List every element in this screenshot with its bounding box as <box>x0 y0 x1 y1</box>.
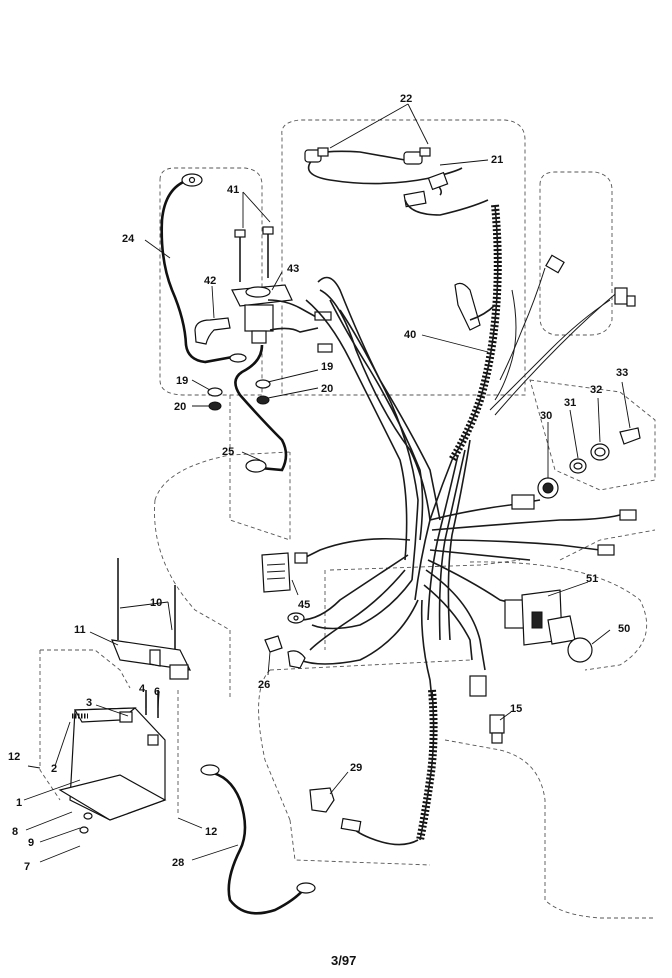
callout-19-right: 19 <box>321 361 333 373</box>
callout-10: 10 <box>150 597 162 609</box>
callout-33: 33 <box>616 367 628 379</box>
callout-24: 24 <box>122 233 135 245</box>
callout-45: 45 <box>298 599 310 611</box>
page-footer: 3/97 <box>331 953 356 968</box>
callout-21: 21 <box>491 154 503 166</box>
callout-2: 2 <box>51 763 57 775</box>
callout-29: 29 <box>350 762 362 774</box>
callout-12-right: 12 <box>205 826 217 838</box>
headlight-harness <box>304 147 489 216</box>
callout-8: 8 <box>12 826 18 838</box>
callout-42: 42 <box>204 275 216 287</box>
callout-20-left: 20 <box>174 401 186 413</box>
callout-11: 11 <box>74 624 86 636</box>
callout-9: 9 <box>28 837 34 849</box>
callout-31: 31 <box>564 397 576 409</box>
callout-41: 41 <box>227 184 239 196</box>
callout-26: 26 <box>258 679 270 691</box>
callout-40: 40 <box>404 329 416 341</box>
callout-15: 15 <box>510 703 522 715</box>
callout-3: 3 <box>86 697 92 709</box>
callout-22: 22 <box>400 93 412 105</box>
callout-6: 6 <box>154 686 160 698</box>
callout-1: 1 <box>16 797 22 809</box>
callout-12-left: 12 <box>8 751 20 763</box>
lower-harness <box>309 689 438 846</box>
callout-28: 28 <box>172 857 184 869</box>
solenoid-assembly <box>160 173 333 473</box>
callout-32: 32 <box>590 384 602 396</box>
battery-area <box>58 558 316 915</box>
callouts: 22 21 41 24 43 42 40 19 20 19 20 25 33 3… <box>8 93 630 873</box>
callout-20-right: 20 <box>321 383 333 395</box>
callout-19-left: 19 <box>176 375 188 387</box>
callout-30: 30 <box>540 410 552 422</box>
main-harness <box>287 204 637 744</box>
frame-outline <box>39 119 656 919</box>
callout-4: 4 <box>139 683 146 695</box>
callout-25: 25 <box>222 446 234 458</box>
switches <box>261 427 641 669</box>
leader-lines <box>23 103 631 863</box>
callout-7: 7 <box>24 861 30 873</box>
callout-51: 51 <box>586 573 598 585</box>
callout-43: 43 <box>287 263 299 275</box>
callout-50: 50 <box>618 623 630 635</box>
